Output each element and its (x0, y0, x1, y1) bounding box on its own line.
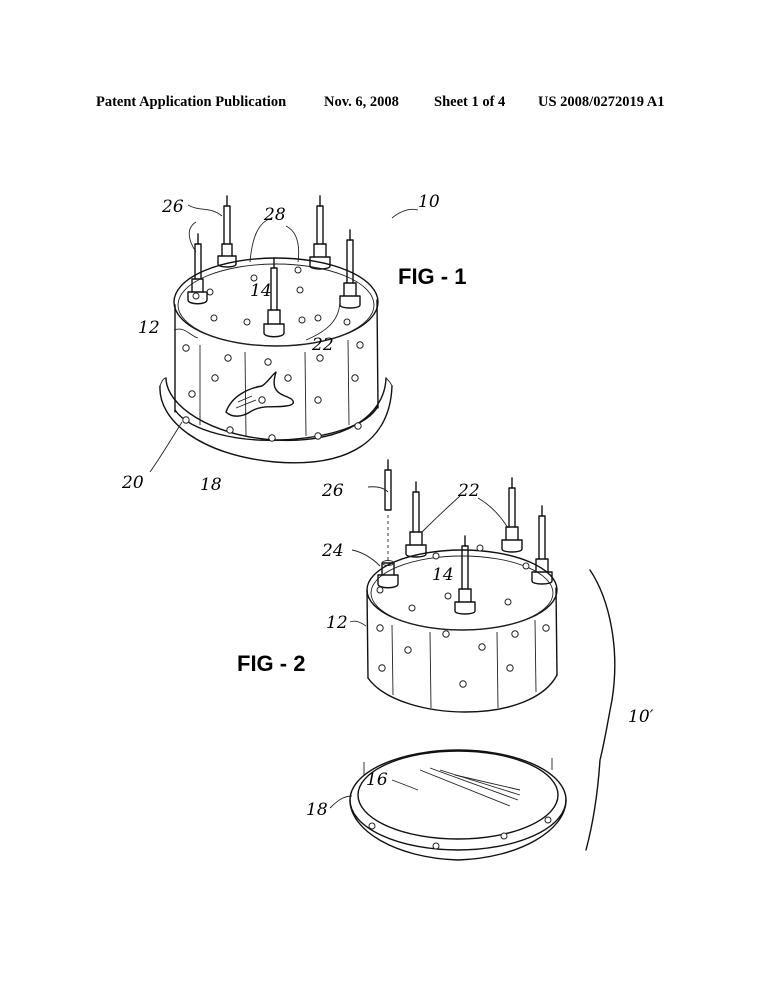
fig2-ref-16: 16 (366, 770, 388, 790)
fig1-ref-18: 18 (200, 475, 222, 495)
fig2-ref-22: 22 (457, 481, 480, 501)
sheet-number: Sheet 1 of 4 (434, 94, 506, 110)
fig1-ref-22: 22 (311, 335, 334, 355)
publication-title: Patent Application Publication (96, 94, 287, 110)
fig2-ref-14: 14 (432, 565, 454, 585)
fig1-ref-20: 20 (121, 473, 144, 493)
fig2-drawing (329, 459, 616, 861)
fig1-ref-12: 12 (138, 318, 160, 338)
fig1-ref-26: 26 (161, 197, 184, 217)
fig2-ref-24: 24 (321, 541, 344, 561)
fig2-ref-26: 26 (321, 481, 344, 501)
patent-number: US 2008/0272019 A1 (538, 94, 665, 110)
fig1-ref-14: 14 (250, 281, 272, 301)
fig2-ref-18: 18 (306, 800, 328, 820)
fig2-label: FIG - 2 (237, 651, 305, 676)
fig1-label: FIG - 1 (398, 264, 466, 289)
page-header: Patent Application Publication Nov. 6, 2… (0, 94, 776, 118)
publication-date: Nov. 6, 2008 (324, 94, 399, 110)
fig1-ref-28: 28 (263, 205, 286, 225)
fig1-drawing (149, 195, 419, 473)
fig2-ref-10-prime: 10′ (628, 707, 654, 727)
fig2-ref-12: 12 (326, 613, 348, 633)
fig1-ref-10: 10 (418, 192, 440, 212)
